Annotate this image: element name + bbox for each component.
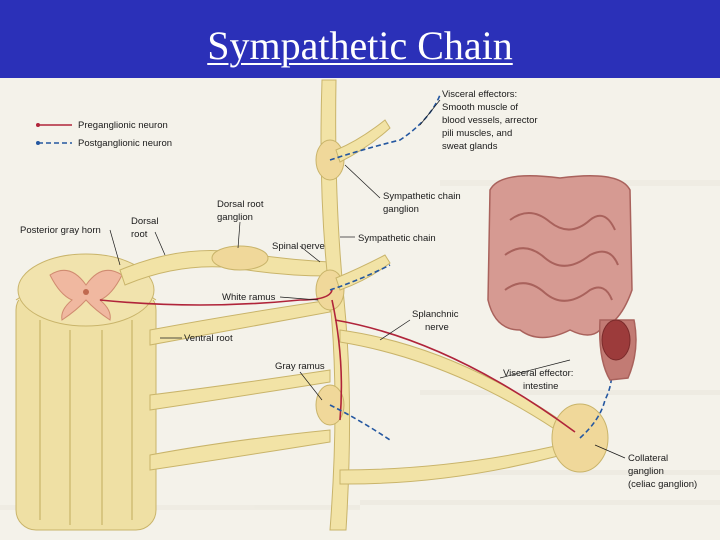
label-visceral-effector-intestine-2: intestine xyxy=(523,381,558,392)
legend-preganglionic-label: Preganglionic neuron xyxy=(78,120,168,131)
label-gray-ramus: Gray ramus xyxy=(275,361,325,372)
label-sympathetic-chain-ganglion-1: Sympathetic chain xyxy=(383,191,461,202)
label-dorsal-root-1: Dorsal xyxy=(131,216,158,227)
spinal-cord xyxy=(15,253,157,531)
label-sympathetic-chain-ganglion-2: ganglion xyxy=(383,204,419,215)
label-visceral-effectors-4: pili muscles, and xyxy=(442,128,512,139)
label-collateral-ganglion-1: Collateral xyxy=(628,453,668,464)
label-dorsal-root-ganglion-1: Dorsal root xyxy=(217,199,264,210)
label-white-ramus: White ramus xyxy=(222,292,276,303)
label-visceral-effectors-2: Smooth muscle of xyxy=(442,102,518,113)
leader-lines xyxy=(109,99,626,459)
label-spinal-nerve: Spinal nerve xyxy=(272,241,325,252)
legend-postganglionic-label: Postganglionic neuron xyxy=(78,138,172,149)
intestine xyxy=(487,175,637,381)
label-ventral-root: Ventral root xyxy=(184,333,233,344)
label-visceral-effector-intestine-1: Visceral effector: xyxy=(503,368,573,379)
label-collateral-ganglion-3: (celiac ganglion) xyxy=(628,479,697,490)
title-bar xyxy=(0,0,720,78)
label-splanchnic-nerve-1: Splanchnic xyxy=(412,309,459,320)
label-visceral-effectors-1: Visceral effectors: xyxy=(442,89,517,100)
labels: Posterior gray horn Dorsal root Dorsal r… xyxy=(20,89,697,490)
nerve-paths xyxy=(119,79,609,531)
label-visceral-effectors-3: blood vessels, arrector xyxy=(442,115,538,126)
label-visceral-effectors-5: sweat glands xyxy=(442,141,498,152)
label-sympathetic-chain: Sympathetic chain xyxy=(358,233,436,244)
label-posterior-gray-horn: Posterior gray horn xyxy=(20,225,101,236)
label-dorsal-root-2: root xyxy=(131,229,148,240)
label-dorsal-root-ganglion-2: ganglion xyxy=(217,212,253,223)
label-collateral-ganglion-2: ganglion xyxy=(628,466,664,477)
legend: Preganglionic neuron Postganglionic neur… xyxy=(36,120,172,149)
label-splanchnic-nerve-2: nerve xyxy=(425,322,449,333)
sympathetic-chain-illustration: Preganglionic neuron Postganglionic neur… xyxy=(0,78,720,540)
slide-title: Sympathetic Chain xyxy=(207,23,513,68)
diagram-svg: Preganglionic neuron Postganglionic neur… xyxy=(0,79,720,531)
